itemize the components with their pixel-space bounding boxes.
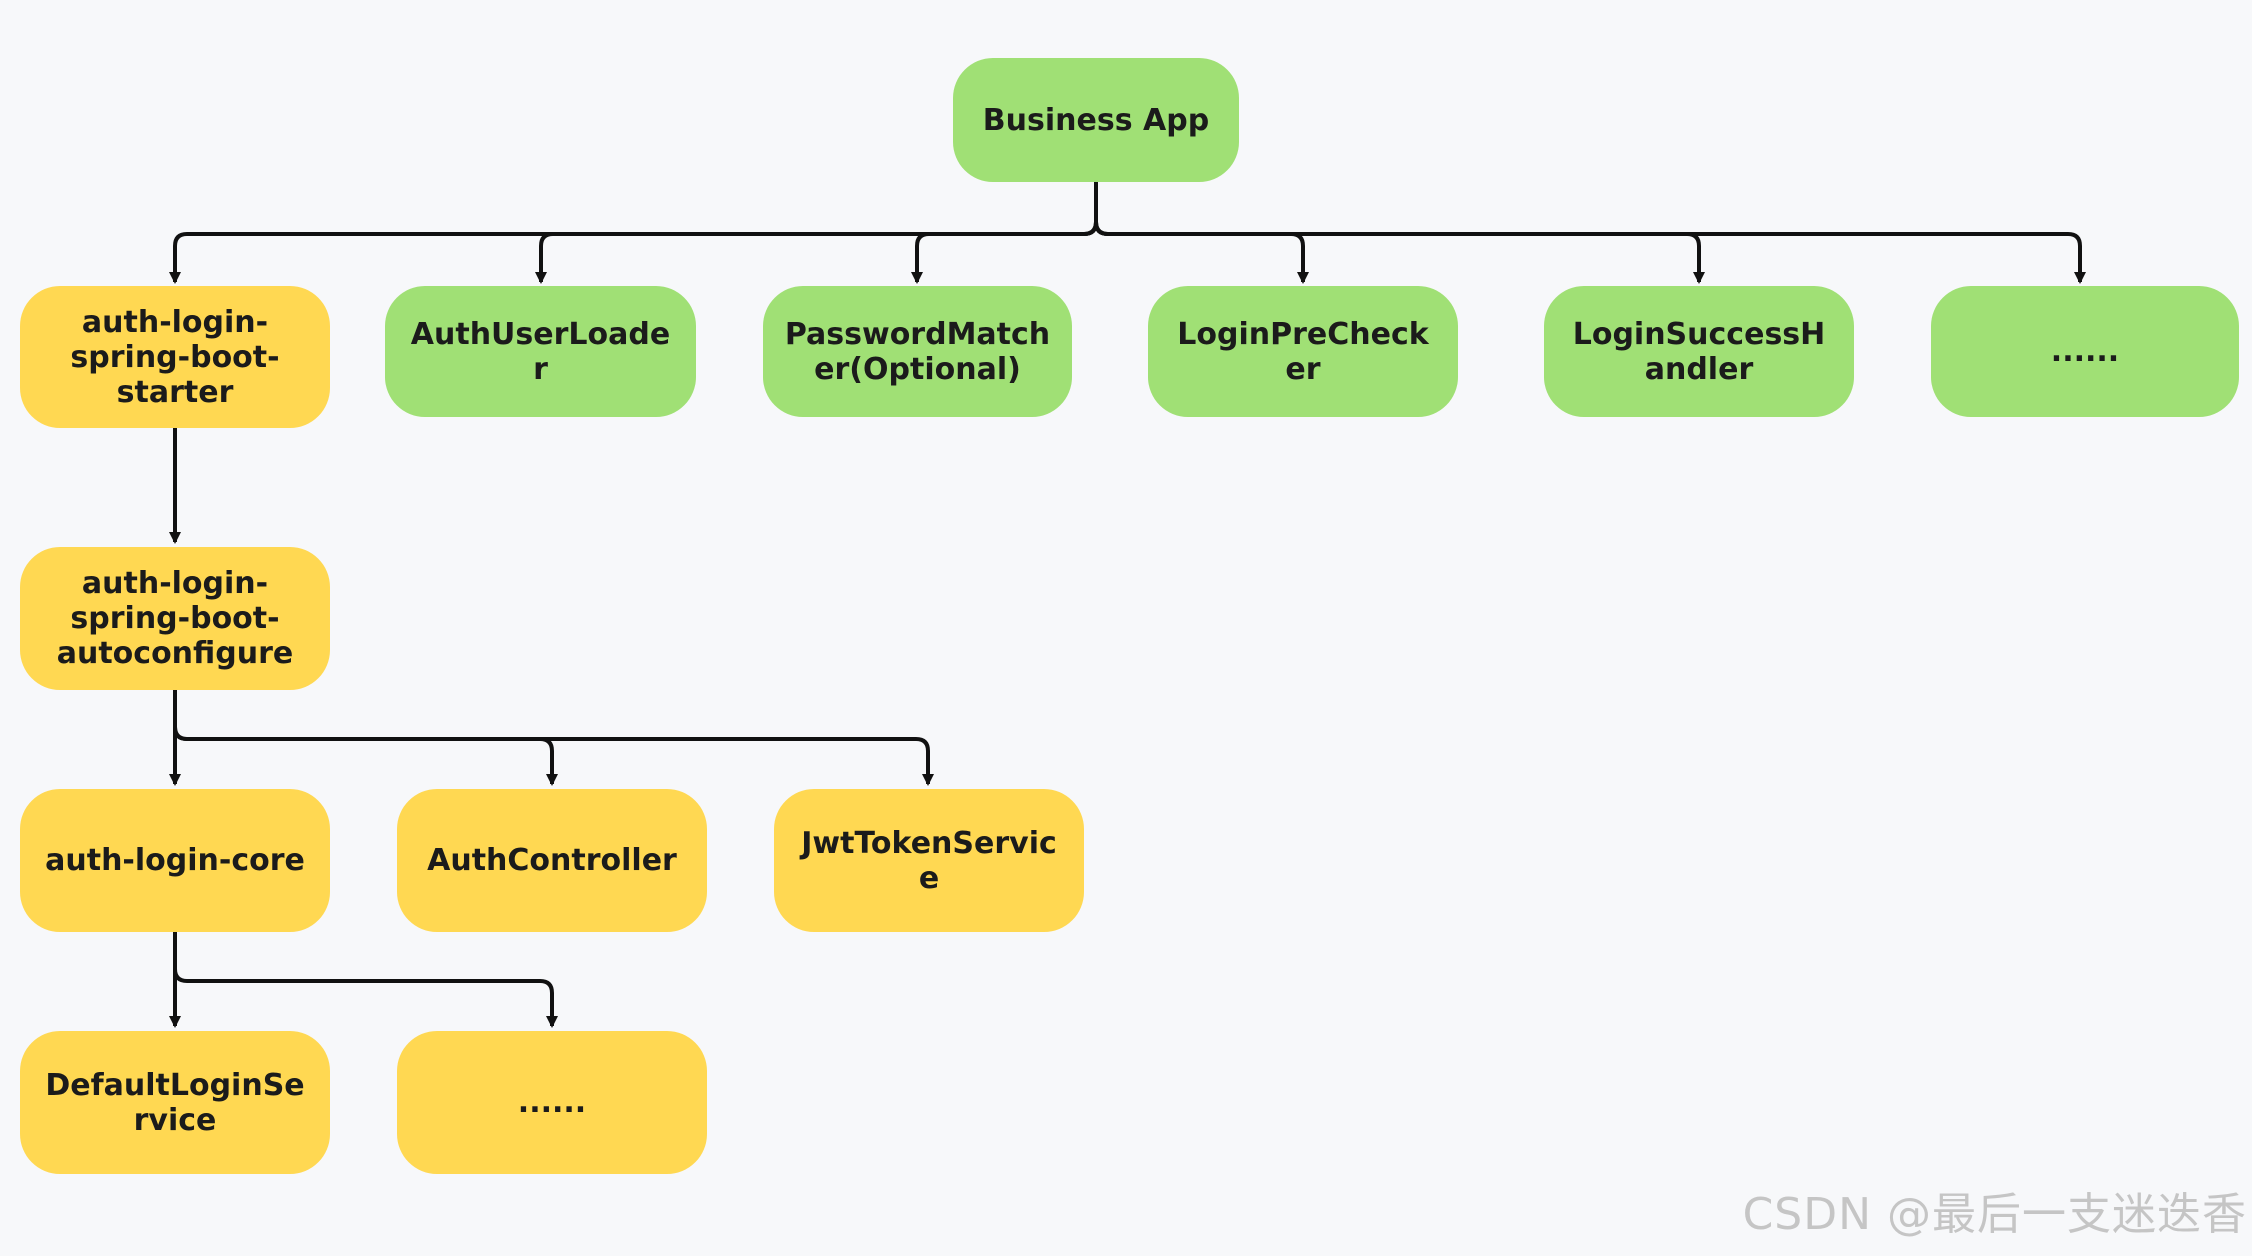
edge-business-app-to-password-matcher — [911, 182, 1098, 284]
node-auth-login-spring-boot-starter: auth-login-spring-boot-starter — [20, 286, 330, 428]
node-auth-controller: AuthController — [397, 789, 707, 932]
node-login-pre-checker: LoginPreChecker — [1148, 286, 1458, 417]
node-label: auth-login-core — [45, 843, 305, 878]
node-auth-login-spring-boot-autoconfigure: auth-login-spring-boot-autoconfigure — [20, 547, 330, 690]
node-label: LoginSuccessHandler — [1572, 316, 1826, 387]
edge-core-to-more-yellow — [173, 932, 558, 1028]
node-auth-user-loader: AuthUserLoader — [385, 286, 696, 417]
node-label: JwtTokenService — [801, 825, 1057, 896]
node-more-yellow: ...... — [397, 1031, 707, 1174]
node-label: ...... — [2050, 334, 2120, 369]
node-default-login-service: DefaultLoginService — [20, 1031, 330, 1174]
node-password-matcher: PasswordMatcher(Optional) — [763, 286, 1072, 417]
node-label: auth-login-spring-boot-starter — [70, 304, 280, 410]
node-label: AuthController — [427, 843, 677, 878]
node-label: AuthUserLoader — [410, 316, 671, 387]
node-label: auth-login-spring-boot-autoconfigure — [56, 566, 294, 671]
edge-business-app-to-more-green — [1094, 182, 2086, 284]
node-auth-login-core: auth-login-core — [20, 789, 330, 932]
watermark: CSDN @最后一支迷迭香 — [1742, 1189, 2247, 1240]
node-more-green: ...... — [1931, 286, 2239, 417]
node-login-success-handler: LoginSuccessHandler — [1544, 286, 1854, 417]
node-jwt-token-service: JwtTokenService — [774, 789, 1084, 932]
node-business-app: Business App — [953, 58, 1239, 182]
node-label: ...... — [517, 1085, 587, 1120]
node-label: LoginPreChecker — [1177, 316, 1429, 387]
node-label: Business App — [982, 102, 1210, 138]
node-label: DefaultLoginService — [45, 1067, 305, 1138]
edge-autoconfigure-to-jwt-token-service — [173, 690, 934, 786]
node-label: PasswordMatcher(Optional) — [784, 316, 1051, 387]
